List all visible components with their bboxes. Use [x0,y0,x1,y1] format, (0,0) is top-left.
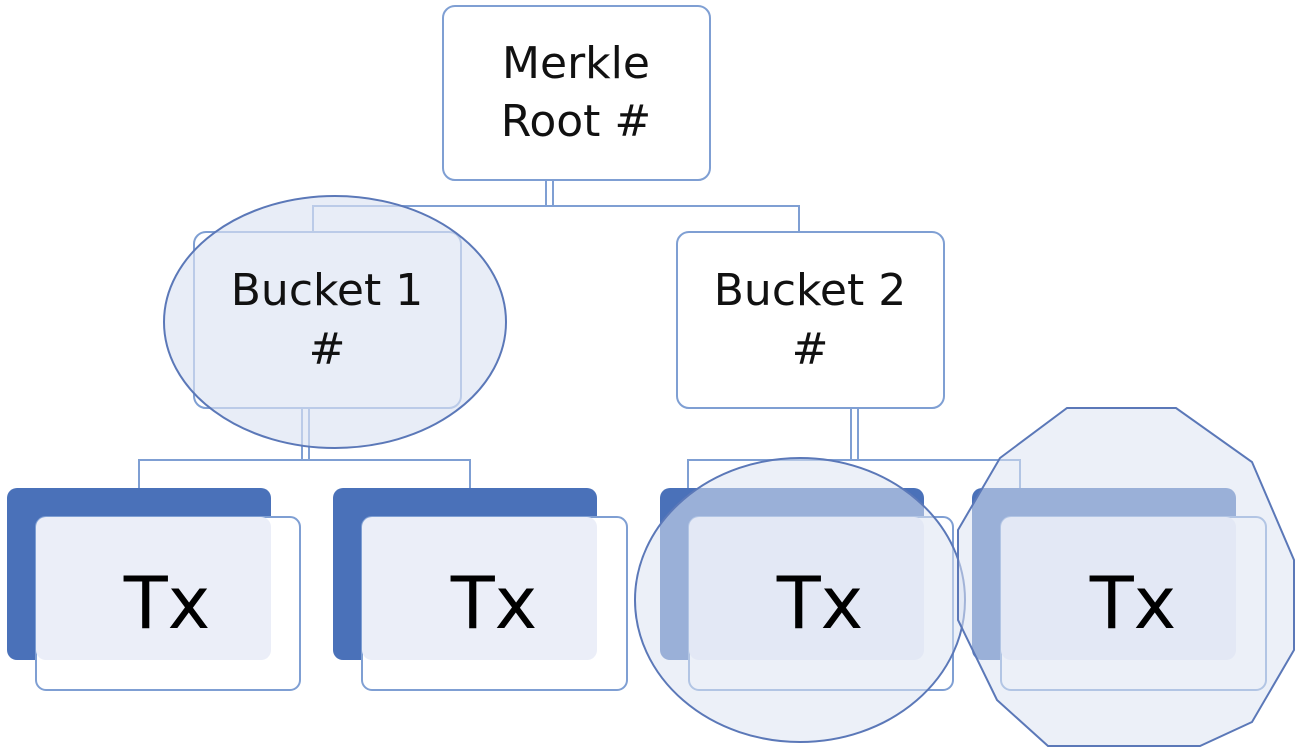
tx-node-1: Tx [7,488,301,691]
bucket-2-line2: # [792,324,829,375]
bucket-1-highlight-ellipse [163,195,507,449]
merkle-root-box [442,5,711,181]
tx-2-label: Tx [450,561,538,645]
bucket-2-node: Bucket 2 # [676,231,945,409]
tx-node-2: Tx [333,488,628,691]
merkle-root-line1: Merkle [502,38,650,89]
bucket1-to-tx-connector [138,459,471,488]
tx-2-overlap [362,517,597,660]
merkle-root-line2: Root # [501,96,652,147]
tx-node-3: Tx [634,457,966,743]
bucket-1-line1: Bucket 1 [231,265,423,316]
tx-3-label: Tx [776,561,864,645]
bucket-2-box [676,231,945,409]
bucket-1-line2: # [309,324,346,375]
merkle-root-node: Merkle Root # [442,5,711,181]
bucket-2-line1: Bucket 2 [714,265,906,316]
tx-4-highlight-polygon [957,407,1295,747]
tx-1-label: Tx [123,561,211,645]
tx-4-label: Tx [1089,561,1177,645]
bucket-1-node: Bucket 1 # [163,195,507,449]
tx-1-overlap [36,517,271,660]
tx-node-4: Tx [957,407,1295,747]
